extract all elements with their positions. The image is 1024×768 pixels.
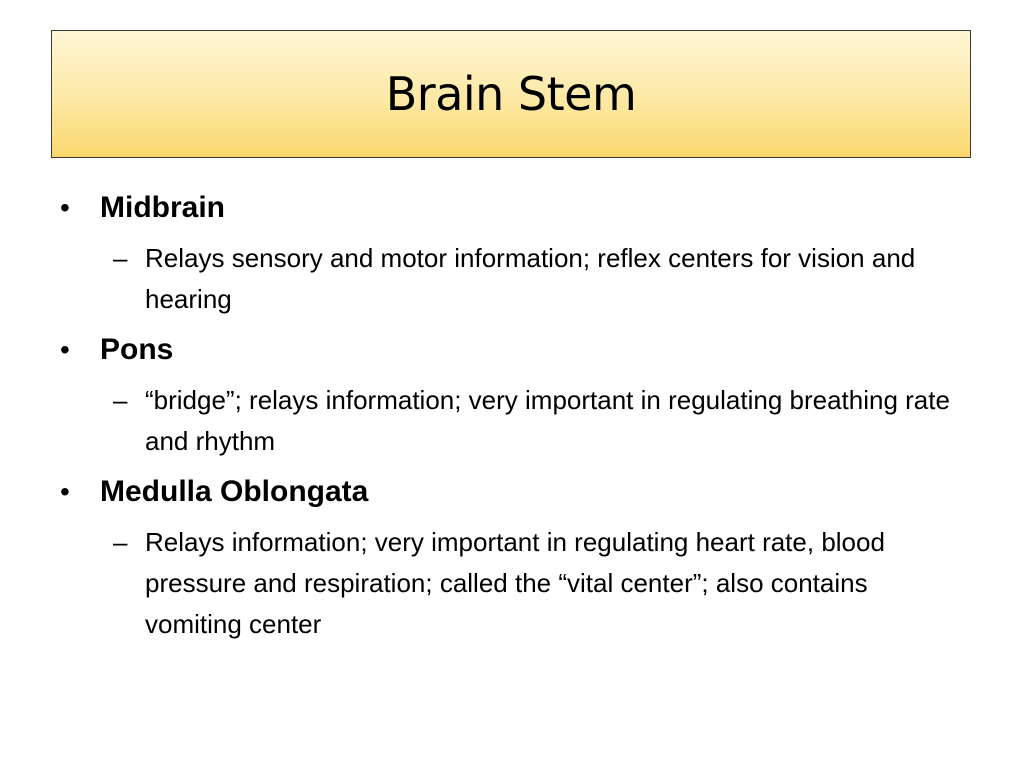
bullet-heading: Midbrain xyxy=(100,191,225,224)
dash-marker: – xyxy=(113,243,128,273)
bullet-heading: Medulla Oblongata xyxy=(100,475,369,508)
list-item-pons: • Pons xyxy=(60,328,970,372)
sub-item-pons: – “bridge”; relays information; very imp… xyxy=(113,380,970,462)
bullet-marker: • xyxy=(60,476,70,507)
dash-marker: – xyxy=(113,527,128,557)
list-item-medulla-oblongata: • Medulla Oblongata xyxy=(60,470,970,514)
bullet-marker: • xyxy=(60,192,70,223)
bullet-heading: Pons xyxy=(100,333,174,366)
title-banner: Brain Stem xyxy=(51,30,971,158)
sub-item-midbrain: – Relays sensory and motor information; … xyxy=(113,238,970,320)
list-item-midbrain: • Midbrain xyxy=(60,186,970,230)
bullet-detail: Relays sensory and motor information; re… xyxy=(145,243,916,314)
bullet-list: • Midbrain – Relays sensory and motor in… xyxy=(60,186,970,653)
sub-item-medulla-oblongata: – Relays information; very important in … xyxy=(113,522,970,645)
dash-marker: – xyxy=(113,385,128,415)
slide-title: Brain Stem xyxy=(385,67,637,121)
bullet-detail: Relays information; very important in re… xyxy=(145,527,885,639)
bullet-detail: “bridge”; relays information; very impor… xyxy=(145,385,950,456)
bullet-marker: • xyxy=(60,334,70,365)
